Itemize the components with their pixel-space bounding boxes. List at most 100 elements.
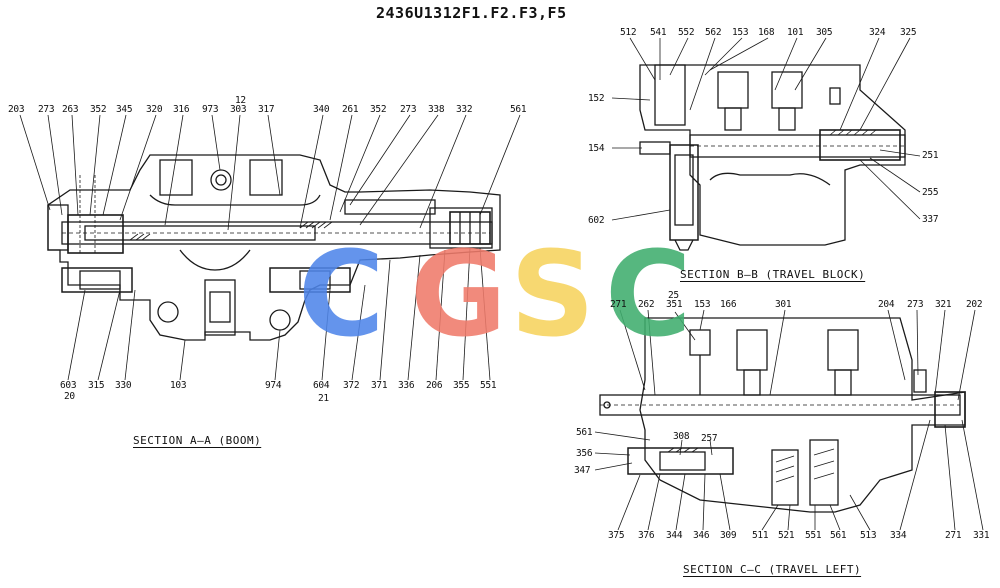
part-label: 12 [235, 95, 246, 106]
part-label: 309 [720, 530, 737, 541]
cc-leader-lines [594, 309, 984, 531]
part-label: 511 [752, 530, 769, 541]
aa-leader-lines [19, 114, 521, 381]
part-label: 512 [620, 27, 637, 38]
part-label: 562 [705, 27, 722, 38]
part-label: 154 [588, 143, 605, 154]
part-label: 372 [343, 380, 360, 391]
aa-upper-port-right [249, 159, 283, 196]
part-label: 330 [115, 380, 132, 391]
part-label: 301 [775, 299, 792, 310]
part-label: 352 [370, 104, 387, 115]
part-label: 336 [398, 380, 415, 391]
part-label: 273 [400, 104, 417, 115]
part-label: 303 [230, 104, 247, 115]
aa-relief-left [61, 267, 133, 293]
part-label: 204 [878, 299, 895, 310]
cc-relief-valve [627, 447, 734, 475]
part-label: 315 [88, 380, 105, 391]
section-aa-drawing [19, 114, 521, 381]
part-label: 103 [170, 380, 187, 391]
watermark-letter-s: S [510, 225, 595, 363]
part-label: 347 [574, 465, 591, 476]
part-label: 344 [666, 530, 683, 541]
part-label: 337 [922, 214, 939, 225]
part-label: 602 [588, 215, 605, 226]
cc-check-left [771, 449, 799, 506]
bb-valve-602 [669, 144, 699, 241]
cc-body-outline [639, 317, 966, 513]
part-label: 325 [900, 27, 917, 38]
part-label: 25 [668, 290, 679, 301]
aa-plug-973 [210, 169, 232, 191]
part-label: 332 [456, 104, 473, 115]
section-aa-caption: SECTION A—A (BOOM) [133, 434, 262, 447]
section-bb-caption: SECTION B—B (TRAVEL BLOCK) [680, 268, 866, 281]
part-label: 101 [787, 27, 804, 38]
part-label: 324 [869, 27, 886, 38]
part-label: 305 [816, 27, 833, 38]
section-cc-drawing [594, 309, 984, 531]
part-label: 206 [426, 380, 443, 391]
part-label: 345 [116, 104, 133, 115]
part-label: 974 [265, 380, 282, 391]
cc-port-left [736, 329, 768, 371]
part-label: 152 [588, 93, 605, 104]
section-cc-caption: SECTION C—C (TRAVEL LEFT) [683, 563, 862, 576]
part-label: 352 [90, 104, 107, 115]
aa-upper-port-left [159, 159, 193, 196]
cc-spool [599, 394, 961, 416]
part-label: 552 [678, 27, 695, 38]
part-label: 317 [258, 104, 275, 115]
part-label: 273 [38, 104, 55, 115]
part-label: 551 [805, 530, 822, 541]
part-label: 262 [638, 299, 655, 310]
part-label: 521 [778, 530, 795, 541]
cc-port-right [827, 329, 859, 371]
watermark: C G S C [298, 225, 692, 363]
part-label: 338 [428, 104, 445, 115]
aa-bottom-valve [204, 279, 236, 336]
aa-left-cap [47, 204, 69, 251]
part-label: 334 [890, 530, 907, 541]
part-label: 331 [973, 530, 990, 541]
bb-body-outline [639, 64, 906, 246]
page-title: 2436U1312F1.F2.F3,F5 [376, 4, 567, 22]
part-label: 513 [860, 530, 877, 541]
section-bb-drawing [611, 37, 921, 251]
bb-port-left [717, 71, 749, 109]
part-label: 153 [732, 27, 749, 38]
part-label: 21 [318, 393, 329, 404]
part-label: 541 [650, 27, 667, 38]
part-label: 561 [830, 530, 847, 541]
part-label: 320 [146, 104, 163, 115]
part-label: 255 [922, 187, 939, 198]
part-label: 355 [453, 380, 470, 391]
part-label: 375 [608, 530, 625, 541]
part-label: 356 [576, 448, 593, 459]
part-label: 271 [945, 530, 962, 541]
aa-right-spool [429, 207, 493, 249]
part-label: 340 [313, 104, 330, 115]
part-label: 346 [693, 530, 710, 541]
part-label: 308 [673, 431, 690, 442]
part-label: 603 [60, 380, 77, 391]
part-label: 561 [510, 104, 527, 115]
part-label: 257 [701, 433, 718, 444]
part-label: 351 [666, 299, 683, 310]
aa-relief-right [269, 267, 351, 293]
watermark-letter-g: G [410, 225, 507, 363]
part-label: 973 [202, 104, 219, 115]
part-label: 371 [371, 380, 388, 391]
part-label: 251 [922, 150, 939, 161]
part-label: 202 [966, 299, 983, 310]
part-label: 20 [64, 391, 75, 402]
part-label: 316 [173, 104, 190, 115]
watermark-letter-c2: C [605, 225, 692, 363]
part-label: 168 [758, 27, 775, 38]
part-label: 273 [907, 299, 924, 310]
bb-port-right [771, 71, 803, 109]
part-label: 153 [694, 299, 711, 310]
